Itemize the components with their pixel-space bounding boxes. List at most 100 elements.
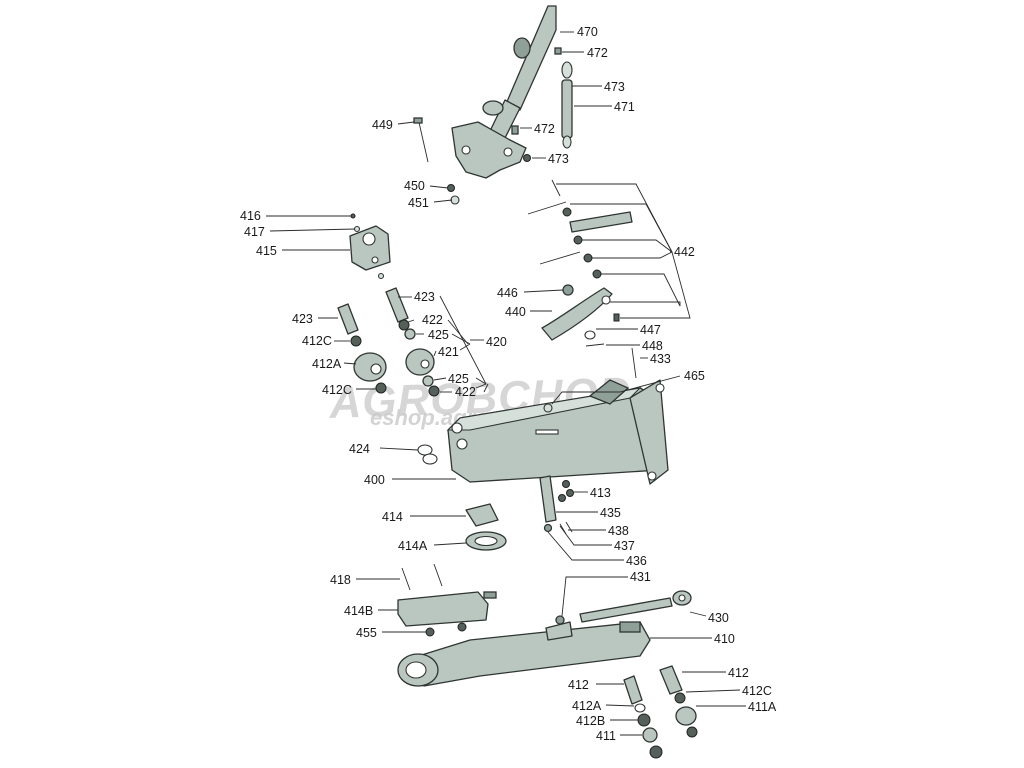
part-437-pin bbox=[565, 521, 573, 533]
lever-knob bbox=[513, 37, 531, 59]
nut bbox=[562, 207, 572, 217]
bottom-bushings bbox=[623, 665, 698, 759]
small-ring bbox=[377, 272, 385, 280]
part-415-housing bbox=[349, 213, 391, 280]
label-442: 442 bbox=[674, 245, 695, 259]
label-414a: 414A bbox=[398, 539, 428, 553]
lever-assembly bbox=[413, 5, 573, 205]
label-423: 423 bbox=[414, 290, 435, 304]
label-433: 433 bbox=[650, 352, 671, 366]
label-470: 470 bbox=[577, 25, 598, 39]
label-472: 472 bbox=[534, 122, 555, 136]
label-400: 400 bbox=[364, 473, 385, 487]
label-446: 446 bbox=[497, 286, 518, 300]
part-472-pin bbox=[554, 47, 562, 55]
part-450-washer bbox=[447, 184, 455, 192]
part-417-ring bbox=[353, 225, 361, 233]
label-413: 413 bbox=[590, 486, 611, 500]
ring-bore bbox=[474, 535, 498, 547]
cylinder-eye-hole bbox=[678, 594, 686, 602]
part-465-cap bbox=[543, 403, 553, 413]
part-451-cap bbox=[450, 195, 460, 205]
part-411a-nut bbox=[686, 726, 698, 738]
part-413-bolt bbox=[558, 494, 566, 502]
label-412b: 412B bbox=[576, 714, 605, 728]
roller-group-420 bbox=[337, 287, 440, 397]
drawbar-eye-hole bbox=[405, 661, 427, 679]
label-417: 417 bbox=[244, 225, 265, 239]
label-450: 450 bbox=[404, 179, 425, 193]
label-411a: 411A bbox=[748, 700, 777, 714]
label-425: 425 bbox=[428, 328, 449, 342]
label-430: 430 bbox=[708, 611, 729, 625]
roller-bore bbox=[420, 359, 430, 369]
part-435-plate bbox=[539, 475, 557, 523]
part-455-nut bbox=[425, 627, 435, 637]
part-425-ring-lower bbox=[422, 375, 434, 387]
label-465: 465 bbox=[684, 369, 705, 383]
body-hole bbox=[647, 471, 657, 481]
roller-bore bbox=[370, 363, 382, 375]
part-410-drawbar bbox=[397, 590, 692, 687]
label-414: 414 bbox=[382, 510, 403, 524]
part-412a-roller bbox=[353, 352, 387, 382]
split-pin bbox=[539, 251, 581, 265]
housing-hole bbox=[371, 256, 379, 264]
part-412c-bushing bbox=[674, 692, 686, 704]
label-422: 422 bbox=[422, 313, 443, 327]
part-423-pin-left bbox=[337, 303, 359, 335]
nut bbox=[583, 253, 593, 263]
ring bbox=[601, 295, 611, 305]
part-447-ring bbox=[584, 330, 596, 340]
part-418-bolt bbox=[401, 567, 411, 591]
body-flange bbox=[629, 379, 669, 485]
part-473-nut bbox=[523, 154, 531, 162]
label-412a: 412A bbox=[312, 357, 342, 371]
label-437: 437 bbox=[614, 539, 635, 553]
part-412b-bushing bbox=[637, 713, 651, 727]
label-414b: 414B bbox=[344, 604, 373, 618]
part-422-bushing bbox=[398, 319, 410, 331]
part-413-bolt bbox=[562, 480, 570, 488]
hitch-parts-442 bbox=[527, 179, 633, 347]
part-414b-bracket bbox=[397, 591, 489, 627]
part-431-bolt bbox=[555, 615, 565, 625]
part-471-cylinder bbox=[561, 79, 573, 139]
label-425: 425 bbox=[448, 372, 469, 386]
part-413-bolt bbox=[566, 489, 574, 497]
label-412c: 412C bbox=[322, 383, 352, 397]
label-473: 473 bbox=[548, 152, 569, 166]
part-422-bushing-lower bbox=[428, 385, 440, 397]
label-440: 440 bbox=[505, 305, 526, 319]
label-420: 420 bbox=[486, 335, 507, 349]
label-436: 436 bbox=[626, 554, 647, 568]
cylinder-eye bbox=[562, 135, 572, 149]
drawbar-slot bbox=[619, 621, 641, 633]
split-pin bbox=[527, 201, 567, 215]
label-431: 431 bbox=[630, 570, 651, 584]
part-412c-bushing bbox=[350, 335, 362, 347]
callout-labels: 470 472 473 471 449 472 473 450 451 416 … bbox=[240, 25, 777, 743]
part-455-nut bbox=[457, 622, 467, 632]
latch-plate bbox=[569, 211, 633, 233]
label-455: 455 bbox=[356, 626, 377, 640]
body-slot bbox=[535, 429, 559, 435]
label-412a: 412A bbox=[572, 699, 602, 713]
label-415: 415 bbox=[256, 244, 277, 258]
label-411: 411 bbox=[596, 729, 616, 743]
label-412: 412 bbox=[568, 678, 589, 692]
part-446-bolt bbox=[562, 284, 574, 296]
part-440-hook bbox=[541, 287, 613, 341]
part-412a-ring bbox=[634, 703, 646, 713]
label-472: 472 bbox=[587, 46, 608, 60]
lever-clamp bbox=[482, 100, 504, 116]
pin bbox=[551, 179, 561, 197]
housing-bore bbox=[362, 232, 376, 246]
lever-bracket bbox=[451, 121, 527, 179]
part-436-bolt bbox=[543, 523, 553, 533]
part-449-bolt bbox=[417, 117, 429, 163]
label-416: 416 bbox=[240, 209, 261, 223]
bracket-stud bbox=[483, 591, 497, 599]
label-451: 451 bbox=[408, 196, 429, 210]
